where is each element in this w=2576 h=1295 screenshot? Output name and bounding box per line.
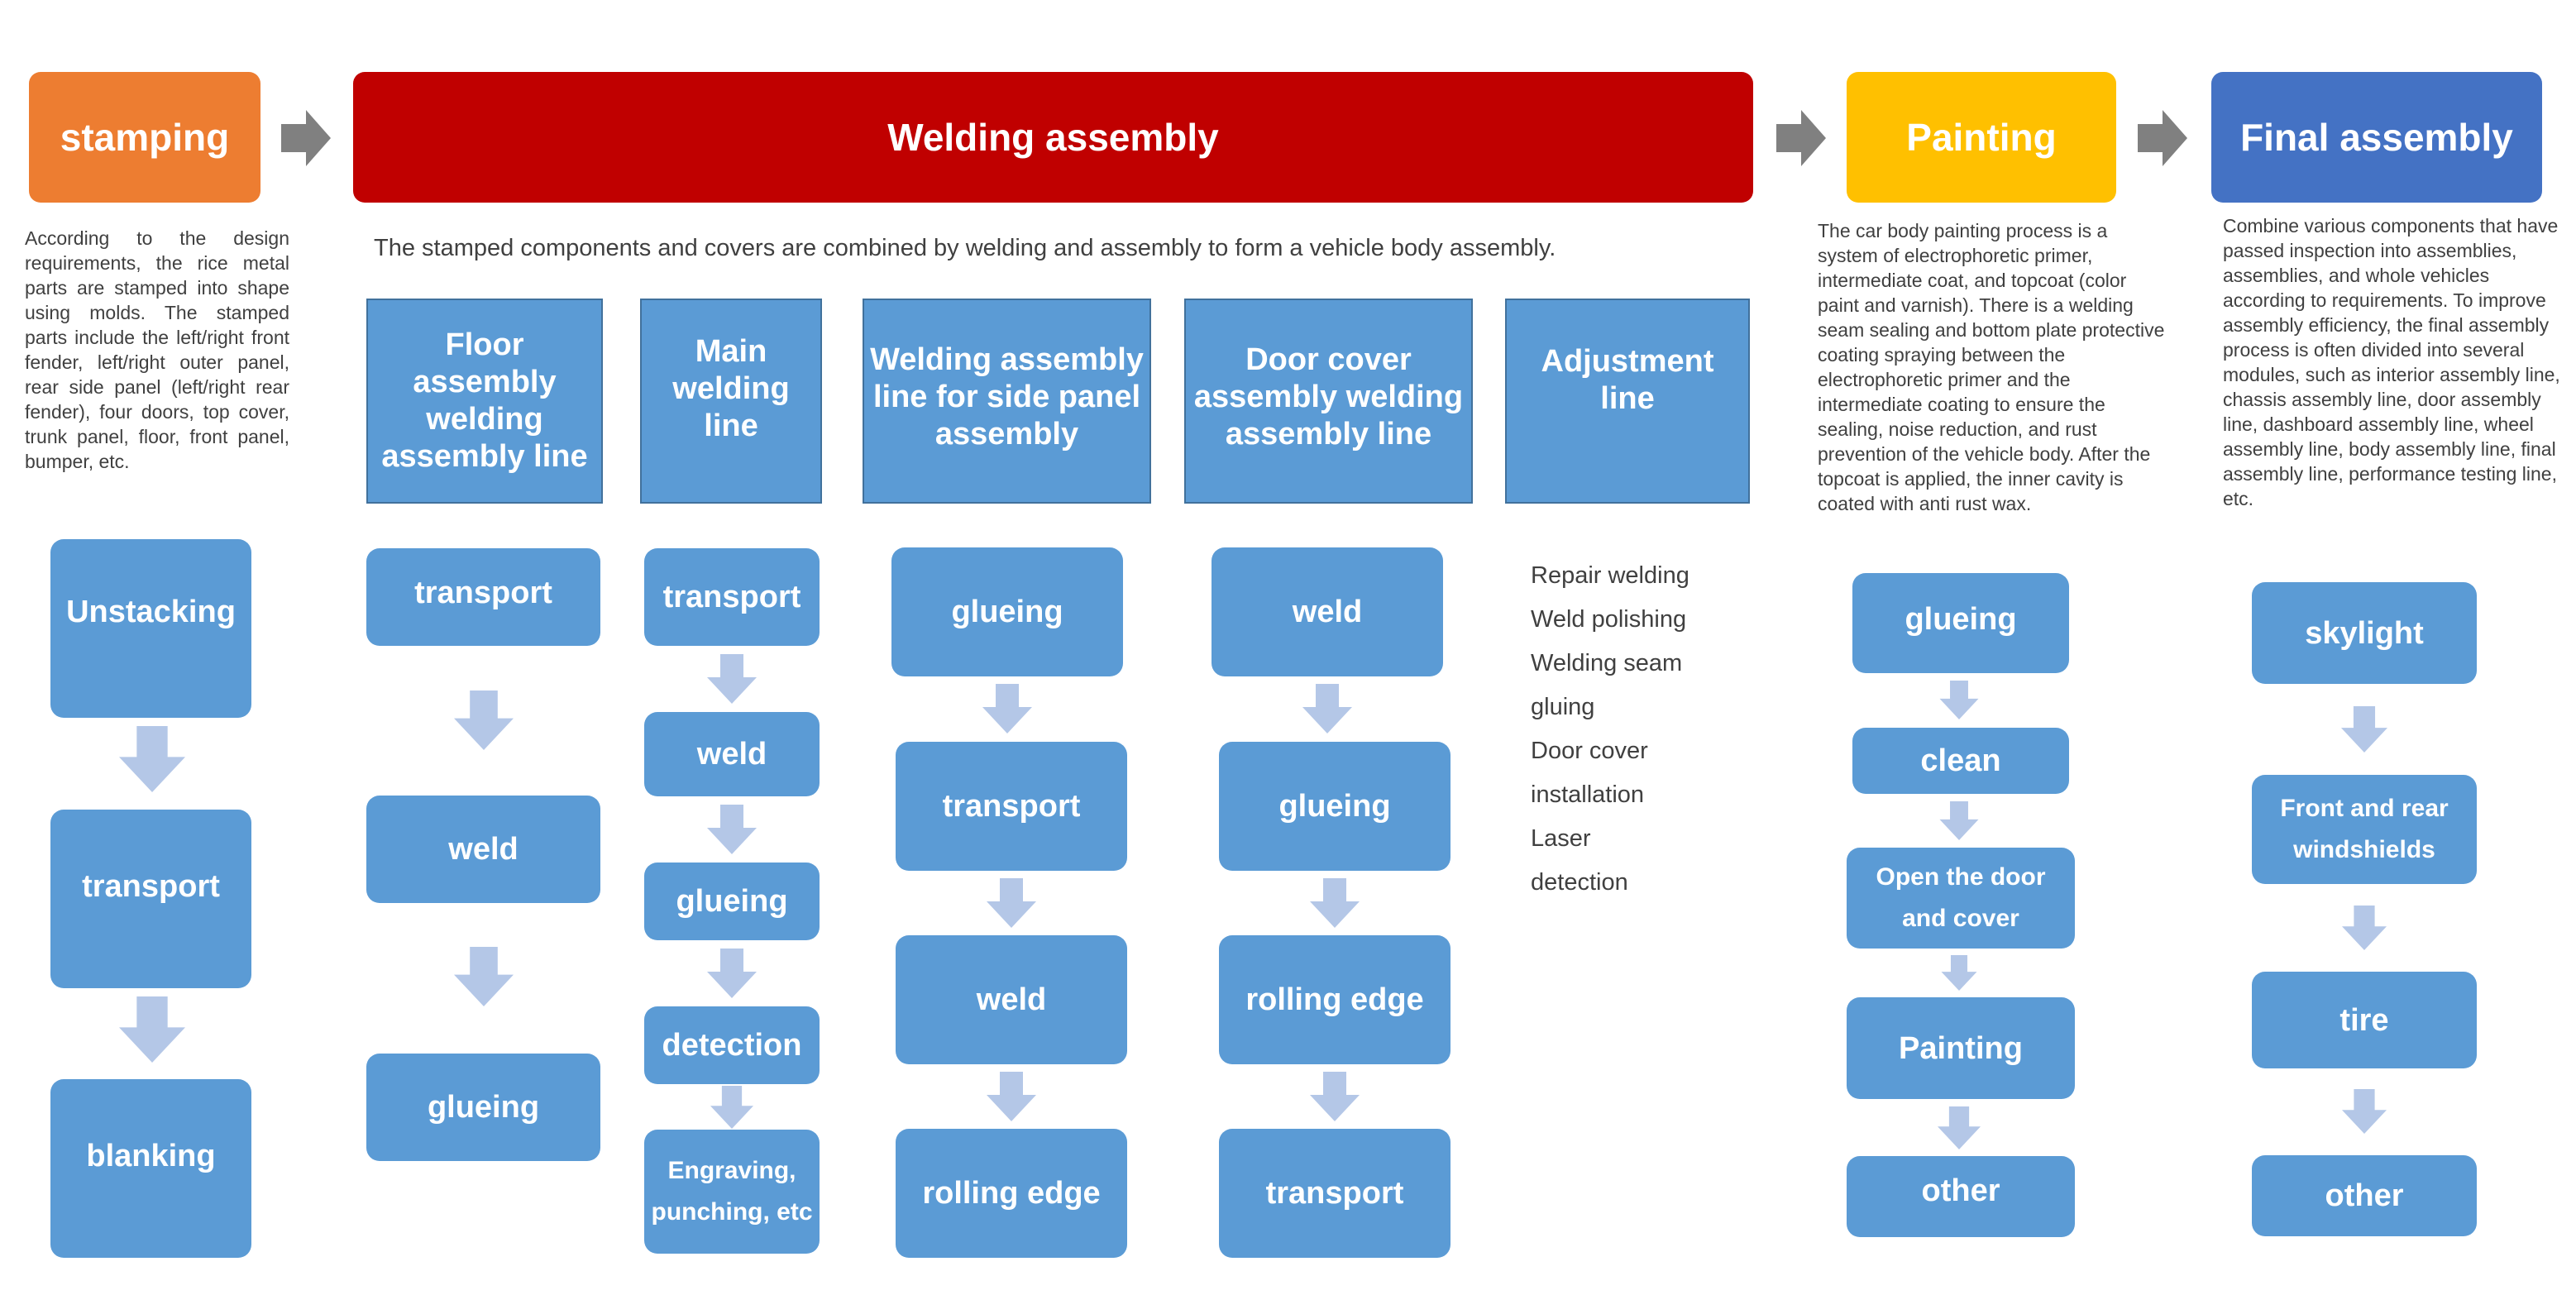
arrow-down-icon xyxy=(1935,681,1983,719)
welding-step: transport xyxy=(644,548,820,646)
welding-step: transport xyxy=(1219,1129,1450,1258)
arrow-down-icon xyxy=(1306,878,1364,928)
arrow-down-icon xyxy=(112,726,193,792)
painting-description: The car body painting process is a syste… xyxy=(1818,220,2165,514)
stamping-description: According to the design requirements, th… xyxy=(25,227,289,472)
welding-step: weld xyxy=(1212,547,1443,676)
stage-welding-header: Welding assembly xyxy=(353,72,1753,203)
stage-final-assembly-title: Final assembly xyxy=(2240,116,2513,159)
stage-welding-title: Welding assembly xyxy=(887,116,1219,159)
welding-step: weld xyxy=(644,712,820,796)
welding-line-header-floor: Floor assembly welding assembly line xyxy=(366,299,603,504)
welding-step: weld xyxy=(366,796,600,903)
arrow-down-icon xyxy=(447,947,521,1006)
welding-step: transport xyxy=(896,742,1127,871)
welding-step: glueing xyxy=(644,863,820,940)
arrow-down-icon xyxy=(703,805,761,854)
adjustment-item: gluing xyxy=(1531,694,1595,720)
arrow-down-icon xyxy=(703,949,761,998)
arrow-down-icon xyxy=(1935,1106,1983,1149)
welding-line-header-side-panel: Welding assembly line for side panel ass… xyxy=(863,299,1151,504)
final-assembly-step: Front and rear windshields xyxy=(2252,775,2477,884)
arrow-down-icon xyxy=(2326,706,2402,753)
welding-step: weld xyxy=(896,935,1127,1064)
welding-step: glueing xyxy=(891,547,1123,676)
welding-step: detection xyxy=(644,1006,820,1084)
adjustment-line-items: Repair welding Weld polishing Welding se… xyxy=(1531,554,1746,905)
arrow-down-icon xyxy=(447,691,521,750)
arrow-right-icon xyxy=(281,110,331,166)
welding-step: glueing xyxy=(1219,742,1450,871)
adjustment-item: installation xyxy=(1531,781,1645,808)
final-assembly-step: tire xyxy=(2252,972,2477,1068)
arrow-down-icon xyxy=(703,654,761,704)
welding-step: glueing xyxy=(366,1054,600,1161)
arrow-down-icon xyxy=(1935,801,1983,840)
stage-painting-header: Painting xyxy=(1847,72,2116,203)
welding-step: rolling edge xyxy=(1219,935,1450,1064)
painting-step: glueing xyxy=(1852,573,2069,673)
stamping-step: Unstacking xyxy=(50,539,251,718)
painting-step: Open the door and cover xyxy=(1847,848,2075,949)
stage-stamping-title: stamping xyxy=(60,116,230,159)
arrow-down-icon xyxy=(1306,1072,1364,1121)
painting-step: other xyxy=(1847,1156,2075,1237)
welding-step: rolling edge xyxy=(896,1129,1127,1258)
welding-description: The stamped components and covers are co… xyxy=(374,235,1556,261)
welding-step: Engraving, punching, etc xyxy=(644,1130,820,1254)
welding-step: transport xyxy=(366,548,600,646)
arrow-down-icon xyxy=(2326,1089,2402,1134)
arrow-down-icon xyxy=(112,996,193,1063)
arrow-down-icon xyxy=(978,684,1036,734)
stamping-step: transport xyxy=(50,810,251,988)
stage-stamping-header: stamping xyxy=(29,72,260,203)
adjustment-item: Repair welding xyxy=(1531,562,1689,589)
stamping-step: blanking xyxy=(50,1079,251,1258)
arrow-down-icon xyxy=(2326,906,2402,950)
adjustment-item: Weld polishing xyxy=(1531,606,1687,633)
arrow-right-icon xyxy=(2138,110,2187,166)
welding-line-header-main: Main welding line xyxy=(640,299,822,504)
welding-line-header-door-cover: Door cover assembly welding assembly lin… xyxy=(1184,299,1473,504)
welding-line-header-adjustment: Adjustment line xyxy=(1505,299,1750,504)
painting-step: clean xyxy=(1852,728,2069,794)
adjustment-item: Door cover xyxy=(1531,738,1648,764)
arrow-right-icon xyxy=(1776,110,1826,166)
painting-step: Painting xyxy=(1847,997,2075,1099)
final-assembly-step: other xyxy=(2252,1155,2477,1236)
arrow-down-icon xyxy=(982,1072,1040,1121)
arrow-down-icon xyxy=(703,1086,761,1129)
arrow-down-icon xyxy=(1935,955,1983,991)
arrow-down-icon xyxy=(982,878,1040,928)
adjustment-item: Laser xyxy=(1531,825,1591,852)
adjustment-item: Welding seam xyxy=(1531,650,1683,676)
arrow-down-icon xyxy=(1298,684,1356,734)
final-assembly-description: Combine various components that have pas… xyxy=(2223,215,2560,509)
final-assembly-step: skylight xyxy=(2252,582,2477,684)
stage-final-assembly-header: Final assembly xyxy=(2211,72,2542,203)
adjustment-item: detection xyxy=(1531,869,1628,896)
stage-painting-title: Painting xyxy=(1906,116,2057,159)
